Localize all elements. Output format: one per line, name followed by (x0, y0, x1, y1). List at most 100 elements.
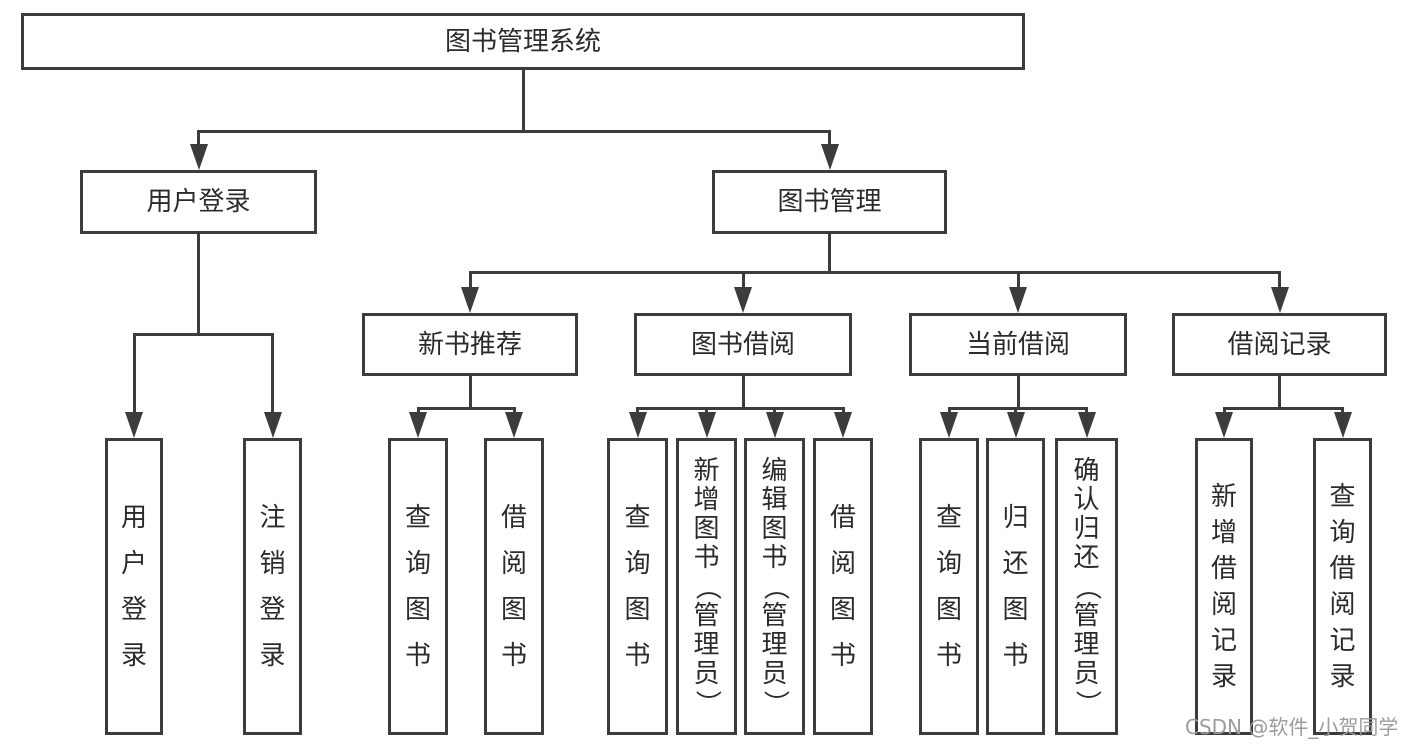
node-label-char: 书 (405, 640, 432, 671)
node-label-char: 确 (1073, 455, 1100, 486)
node-label-char: 借 (830, 502, 857, 533)
node-label-char: 归 (1002, 502, 1029, 533)
node-label-char: 阅 (830, 548, 857, 579)
node-label: 图书借阅 (690, 329, 795, 360)
arrowhead-down-icon (1077, 412, 1096, 438)
arrowhead-down-icon (697, 412, 716, 438)
node-label-char: 新 (693, 455, 720, 486)
node-label-char: 书 (936, 640, 963, 671)
arrowhead-down-icon (1270, 287, 1289, 313)
arrowhead-down-icon (189, 144, 208, 170)
node-label-char: 销 (259, 548, 286, 579)
connector-line (636, 406, 845, 410)
node-label-char: 图 (693, 513, 720, 544)
node-label: 当前借阅 (965, 329, 1070, 360)
node-leaf-borrow-new: 借阅图书 (484, 438, 544, 735)
node-label-char: 录 (121, 640, 148, 671)
node-label-char: 借 (501, 502, 528, 533)
arrowhead-down-icon (1333, 412, 1352, 438)
node-root: 图书管理系统 (21, 13, 1025, 70)
node-label-char: 书 (1002, 640, 1029, 671)
node-label-char: 录 (1329, 661, 1356, 692)
node-leaf-add-record: 新增借阅记录 (1195, 438, 1253, 735)
node-label-char: 增 (693, 484, 720, 515)
node-leaf-query-record: 查询借阅记录 (1313, 438, 1372, 735)
node-label-char: （ (759, 573, 790, 600)
node-label-char: 记 (1329, 625, 1356, 656)
node-leaf-logout: 注销登录 (243, 438, 302, 735)
node-label-char: 增 (1211, 517, 1238, 548)
node-label-char: 记 (1211, 625, 1238, 656)
node-label-char: 阅 (1211, 589, 1238, 620)
connector-line (468, 270, 1281, 274)
arrowhead-down-icon (1006, 412, 1025, 438)
node-label-char: 图 (761, 513, 788, 544)
node-leaf-return-book: 归还图书 (986, 438, 1045, 735)
connector-line (521, 70, 525, 133)
connector-line (741, 376, 745, 410)
arrowhead-down-icon (1009, 287, 1027, 313)
node-label-char: 阅 (1329, 589, 1356, 620)
node-label: 图书管理 (777, 187, 882, 217)
node-label-char: 图 (1002, 594, 1029, 625)
node-label-char: 管 (761, 600, 788, 631)
node-leaf-edit-book: 编辑图书（管理员） (744, 438, 805, 735)
arrowhead-down-icon (628, 412, 647, 438)
connector-line (1222, 406, 1344, 410)
connector-line (271, 334, 274, 418)
node-label-char: 询 (624, 548, 651, 579)
node-leaf-confirm-ret: 确认归还（管理员） (1055, 438, 1118, 735)
node-label-char: 理 (693, 629, 720, 660)
node-label-char: 借 (1329, 553, 1356, 584)
node-label-char: 书 (624, 640, 651, 671)
node-label-char: 查 (624, 502, 651, 533)
node-label-char: 归 (1073, 513, 1100, 544)
node-leaf-query-cb: 查询图书 (919, 438, 979, 735)
node-label-char: 图 (405, 594, 432, 625)
arrowhead-down-icon (940, 412, 958, 438)
node-book-mgmt: 图书管理 (712, 170, 947, 234)
connector-line (197, 234, 200, 336)
node-label-char: 登 (259, 594, 286, 625)
node-label-char: ） (1071, 689, 1102, 716)
node-cur-borrow: 当前借阅 (909, 313, 1127, 376)
node-label-char: 书 (761, 542, 788, 573)
connector-line (197, 131, 200, 150)
connector-line (1278, 376, 1281, 410)
node-label: 用户登录 (146, 187, 251, 217)
arrowhead-down-icon (734, 287, 752, 313)
node-leaf-query-bb: 查询图书 (607, 438, 668, 735)
node-label-char: 查 (936, 502, 963, 533)
node-new-books: 新书推荐 (362, 313, 578, 376)
node-label-char: （ (691, 573, 722, 600)
connector-line (1278, 272, 1281, 293)
node-label-char: 借 (1211, 553, 1238, 584)
node-leaf-add-book: 新增图书（管理员） (676, 438, 737, 735)
arrowhead-down-icon (409, 412, 427, 438)
node-label-char: 查 (1329, 481, 1356, 512)
connector-line (468, 376, 472, 410)
node-borrow-rec: 借阅记录 (1172, 313, 1387, 376)
node-label-char: 图 (501, 594, 528, 625)
node-label-char: ） (691, 689, 722, 716)
connector-line (947, 406, 1088, 410)
node-label-char: 登 (121, 594, 148, 625)
node-label-char: 员 (693, 658, 720, 689)
node-label-char: 阅 (501, 548, 528, 579)
arrowhead-down-icon (461, 287, 479, 313)
node-user-login: 用户登录 (80, 170, 317, 234)
arrowhead-down-icon (834, 412, 852, 438)
node-label-char: 询 (405, 548, 432, 579)
node-label: 新书推荐 (417, 329, 522, 360)
node-label-char: 新 (1211, 481, 1238, 512)
arrowhead-down-icon (820, 144, 839, 170)
node-label-char: 书 (501, 640, 528, 671)
connector-line (132, 332, 274, 336)
connector-line (197, 129, 831, 133)
node-label-char: 注 (259, 502, 286, 533)
connector-line (1016, 376, 1020, 410)
node-label: 借阅记录 (1227, 329, 1332, 360)
node-label-char: 图 (936, 594, 963, 625)
node-label-char: （ (1071, 573, 1102, 600)
arrowhead-down-icon (263, 412, 282, 438)
